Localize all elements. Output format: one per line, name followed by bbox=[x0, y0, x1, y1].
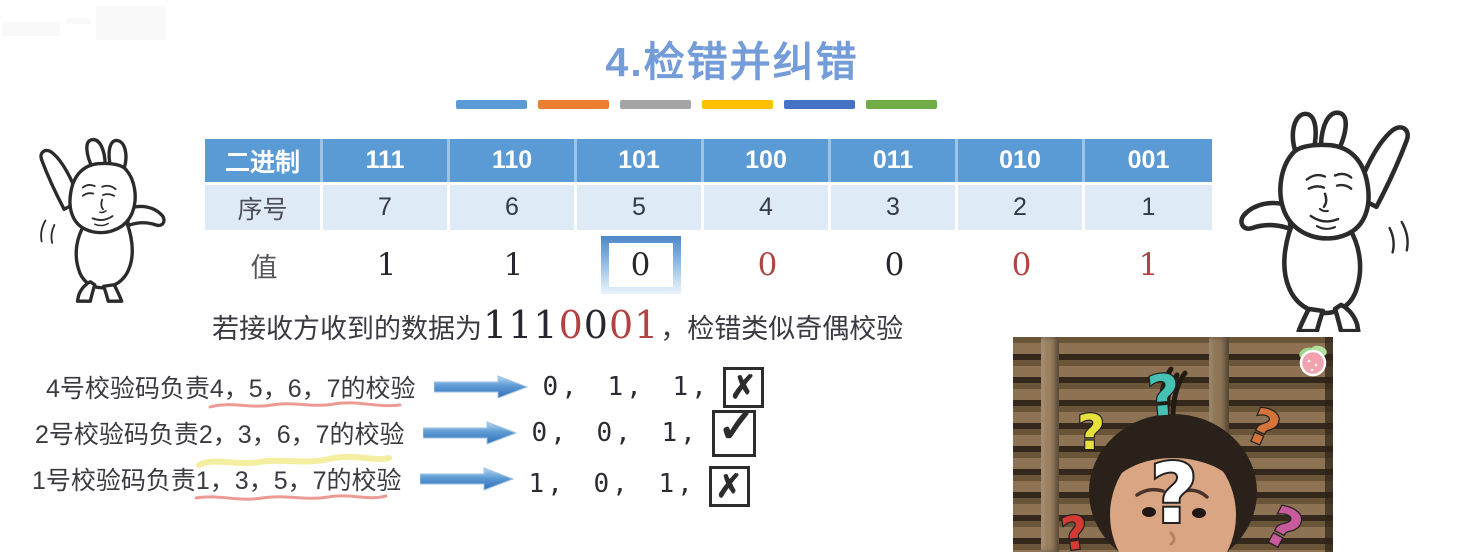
table-index-cell: 3 bbox=[831, 185, 958, 230]
dancing-rabbit-meme-left bbox=[39, 138, 166, 303]
check-result-bits: 0, 0, 1, 1 bbox=[531, 418, 746, 448]
table-header-cell: 001 bbox=[1085, 139, 1212, 182]
check-label-numbers: 4，5，6，7 bbox=[208, 369, 402, 409]
dash-bar bbox=[620, 100, 691, 109]
table-index-cell: 4 bbox=[704, 185, 831, 230]
question-mark-icon: ? bbox=[1145, 363, 1182, 430]
table-header-cell: 010 bbox=[958, 139, 1085, 182]
table-header-cell: 011 bbox=[831, 139, 958, 182]
page-title: 4.检错并纠错 bbox=[605, 39, 859, 85]
checkbox-check-icon: ✓ bbox=[711, 400, 756, 457]
table-index-cell: 7 bbox=[323, 185, 450, 230]
table-index-cell: 5 bbox=[577, 185, 704, 230]
dash-bar bbox=[866, 100, 937, 109]
check-row-4: 4号校验码负责 4，5，6，7 的校验 0, 1, 1, 1 ✗ bbox=[30, 366, 764, 409]
baby-face bbox=[1110, 443, 1236, 552]
arrow-right-icon bbox=[422, 421, 517, 445]
check-label-numbers: 1，3，5，7 bbox=[194, 461, 388, 501]
dash-bar bbox=[456, 100, 527, 109]
table-header-cell: 110 bbox=[450, 139, 577, 182]
statement-prefix: 若接收方收到的数据为 bbox=[212, 314, 482, 344]
table-header-cell: 101 bbox=[577, 139, 704, 182]
received-data-statement: 若接收方收到的数据为 1110001 ，检错类似奇偶校验 bbox=[212, 303, 903, 353]
statement-suffix: ，检错类似奇偶校验 bbox=[660, 314, 904, 344]
check-label-prefix: 4号校验码负责 bbox=[46, 375, 210, 403]
table-header-label: 二进制 bbox=[205, 139, 323, 182]
question-mark-icon: ? bbox=[1150, 447, 1198, 542]
received-data-digits: 1110001 bbox=[483, 303, 660, 347]
error-bit-highlight-box: 0 bbox=[600, 236, 681, 294]
baby-topknot bbox=[1158, 366, 1188, 422]
dash-bar bbox=[538, 100, 609, 109]
check-row-1: 1号校验码负责 1，3，5，7 的校验 1, 0, 1, 1 ✗ bbox=[30, 458, 750, 507]
table-header-cell: 111 bbox=[323, 139, 450, 182]
table-value-cell: 1 bbox=[503, 247, 524, 283]
wood-post bbox=[1041, 337, 1059, 552]
question-mark-icon: ? bbox=[1058, 505, 1092, 552]
baby-bangs bbox=[1111, 431, 1236, 483]
watermark-ghost bbox=[0, 0, 190, 48]
check-label-suffix: 的校验 bbox=[340, 375, 416, 403]
baby-overlay: ? ? ? ? ? ? bbox=[1057, 345, 1327, 552]
table-value-label: 值 bbox=[250, 252, 278, 283]
checkbox-x-icon: ✗ bbox=[722, 366, 764, 408]
table-index-label: 序号 bbox=[205, 185, 323, 230]
check-label-prefix: 1号校验码负责 bbox=[32, 467, 196, 495]
confused-baby-meme-photo: ? ? ? ? ? ? bbox=[1013, 337, 1333, 552]
arrow-right-icon bbox=[433, 375, 528, 399]
dash-bar bbox=[784, 100, 855, 109]
check-label-prefix: 2号校验码负责 bbox=[35, 421, 199, 449]
table-value-cell: 0 bbox=[884, 247, 905, 283]
question-mark-icon: ? bbox=[1077, 405, 1105, 461]
question-mark-icon: ? bbox=[1255, 493, 1312, 552]
check-label-suffix: 的校验 bbox=[329, 421, 405, 449]
question-mark-icon: ? bbox=[1239, 397, 1287, 459]
table-value-cell: 0 bbox=[1011, 247, 1032, 283]
question-marks-overlay: ? ? ? ? ? ? bbox=[1057, 362, 1314, 552]
dash-bar bbox=[702, 100, 773, 109]
check-label-numbers: 2，3，6，7 bbox=[195, 415, 392, 468]
hand-underline bbox=[208, 401, 402, 409]
check-label-suffix: 的校验 bbox=[326, 467, 402, 495]
table-index-cell: 2 bbox=[958, 185, 1085, 230]
check-result-bits: 0, 1, 1, 1 bbox=[542, 372, 757, 402]
checkbox-x-icon: ✗ bbox=[708, 465, 750, 507]
table-index-cell: 1 bbox=[1085, 185, 1212, 230]
photo-edge-shadow bbox=[1325, 337, 1333, 552]
hamming-table: 二进制 111 110 101 100 011 010 001 序号 7 6 5… bbox=[205, 139, 1212, 230]
table-value-cell: 0 bbox=[757, 247, 778, 283]
strawberry-sticker-icon bbox=[1299, 345, 1327, 377]
hand-underline bbox=[194, 494, 388, 501]
accent-dashes bbox=[456, 100, 937, 109]
check-row-2: 2号校验码负责 2，3，6，7 的校验 0, 0, 1, 1 ✓ bbox=[30, 400, 756, 468]
table-value-cell: 1 bbox=[376, 247, 397, 283]
table-header-cell: 100 bbox=[704, 139, 831, 182]
arrow-right-icon bbox=[419, 467, 514, 491]
table-value-cell-error-boxed: 0 bbox=[577, 234, 704, 296]
check-result-bits: 1, 0, 1, 1 bbox=[528, 469, 743, 499]
dancing-rabbit-meme-right bbox=[1239, 110, 1410, 332]
table-value-cell: 1 bbox=[1138, 247, 1159, 283]
table-index-cell: 6 bbox=[450, 185, 577, 230]
table-value-row: 值 1 1 0 0 0 0 1 bbox=[205, 234, 1212, 296]
baby-face-features bbox=[1135, 487, 1209, 546]
hand-underline bbox=[195, 453, 392, 468]
